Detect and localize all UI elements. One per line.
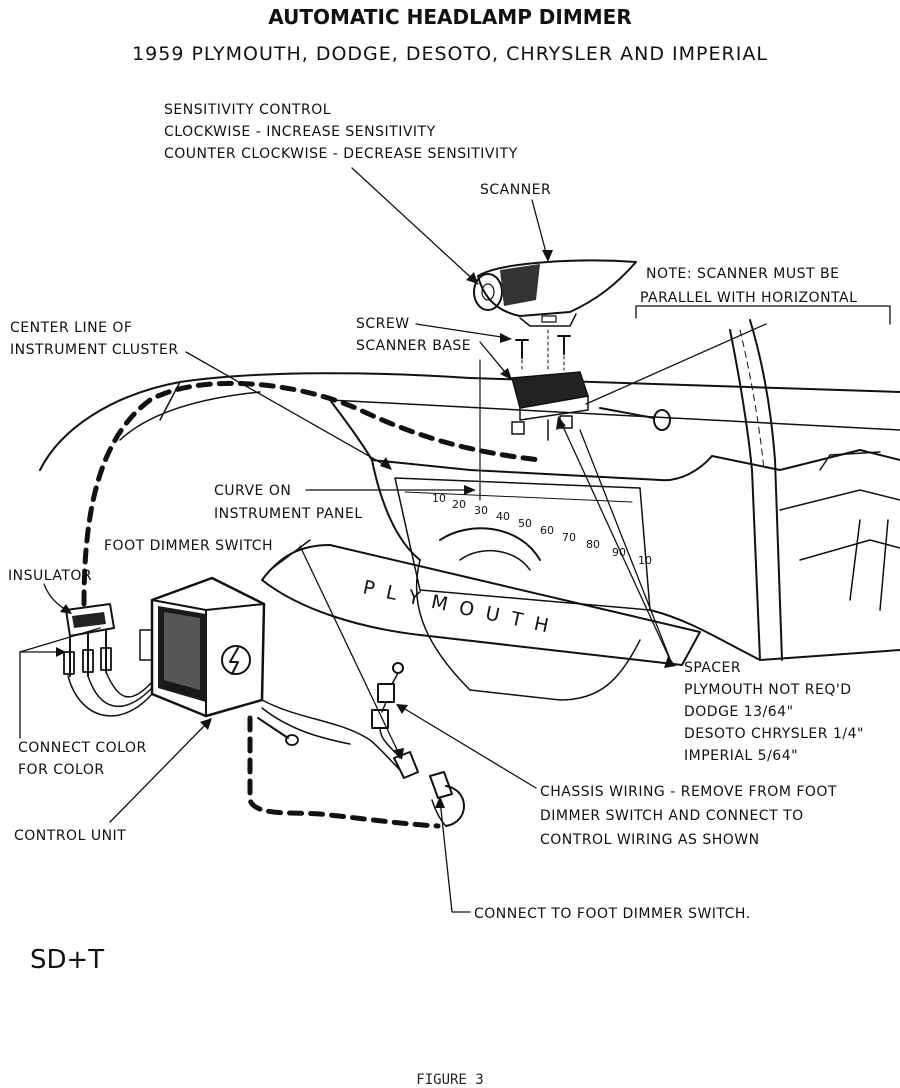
label-spacer-desoto: DESOTO CHRYSLER 1/4"	[684, 726, 864, 742]
diagram-subtitle: 1959 PLYMOUTH, DODGE, DESOTO, CHRYSLER A…	[132, 43, 768, 65]
speedo-tick-80: 80	[586, 538, 600, 551]
diagram-title: AUTOMATIC HEADLAMP DIMMER	[268, 5, 631, 29]
plymouth-nameplate-text: P L Y M O U T H	[361, 576, 553, 637]
control-wiring	[257, 699, 401, 771]
speedo-tick-70: 70	[562, 531, 576, 544]
label-screw: SCREW	[356, 316, 410, 332]
harness-to-chassis	[247, 715, 441, 829]
label-connect-color-1: CONNECT COLOR	[18, 740, 147, 756]
label-center-line-1: CENTER LINE OF	[10, 320, 132, 336]
label-spacer-imperial: IMPERIAL 5/64"	[684, 748, 798, 764]
leader-lines	[19, 167, 891, 913]
foot-dimmer-connectors	[371, 662, 465, 827]
label-foot-dimmer-switch: FOOT DIMMER SWITCH	[104, 538, 273, 554]
initials: SD+T	[30, 945, 104, 975]
speedo-tick-60: 60	[540, 524, 554, 537]
speedo-tick-30: 30	[474, 504, 488, 517]
label-chassis-wiring-3: CONTROL WIRING AS SHOWN	[540, 832, 760, 848]
insulator-connector	[63, 603, 153, 717]
speedo-tick-10: 10	[432, 492, 446, 505]
label-sensitivity-control: SENSITIVITY CONTROL	[164, 102, 331, 118]
scanner-screws	[515, 329, 571, 373]
harness-to-scanner	[81, 380, 543, 607]
label-chassis-wiring-1: CHASSIS WIRING - REMOVE FROM FOOT	[540, 784, 837, 800]
control-unit-drawing	[139, 576, 266, 718]
label-center-line-2: INSTRUMENT CLUSTER	[10, 342, 179, 358]
label-instrument-panel: INSTRUMENT PANEL	[214, 506, 363, 522]
label-spacer-plymouth: PLYMOUTH NOT REQ'D	[684, 682, 852, 698]
label-chassis-wiring-2: DIMMER SWITCH AND CONNECT TO	[540, 808, 804, 824]
label-sensitivity-counter-clockwise: COUNTER CLOCKWISE - DECREASE SENSITIVITY	[164, 146, 518, 162]
label-scanner-base: SCANNER BASE	[356, 338, 471, 354]
label-spacer-dodge: DODGE 13/64"	[684, 704, 794, 720]
label-connect-color-2: FOR COLOR	[18, 762, 105, 778]
labels: SENSITIVITY CONTROL CLOCKWISE - INCREASE…	[8, 102, 864, 975]
speedo-tick-40: 40	[496, 510, 510, 523]
speedo-tick-100: 10	[638, 554, 652, 567]
label-sensitivity-clockwise: CLOCKWISE - INCREASE SENSITIVITY	[164, 124, 436, 140]
label-note-line-2: PARALLEL WITH HORIZONTAL	[640, 290, 857, 306]
figure-caption: FIGURE 3	[416, 1072, 483, 1088]
label-note-line-1: NOTE: SCANNER MUST BE	[646, 266, 839, 282]
plymouth-nameplate: P L Y M O U T H	[261, 539, 701, 666]
speedo-tick-20: 20	[452, 498, 466, 511]
label-curve-on: CURVE ON	[214, 483, 291, 499]
speedometer-scale: 10 20 30 40 50 60 70 80 90 10	[432, 492, 652, 567]
speedo-tick-50: 50	[518, 517, 532, 530]
label-scanner: SCANNER	[480, 182, 551, 198]
scanner-unit	[473, 259, 637, 327]
label-insulator: INSULATOR	[8, 568, 92, 584]
label-connect-to-foot-dimmer: CONNECT TO FOOT DIMMER SWITCH.	[474, 906, 751, 922]
label-control-unit: CONTROL UNIT	[14, 828, 126, 844]
label-spacer: SPACER	[684, 660, 741, 676]
